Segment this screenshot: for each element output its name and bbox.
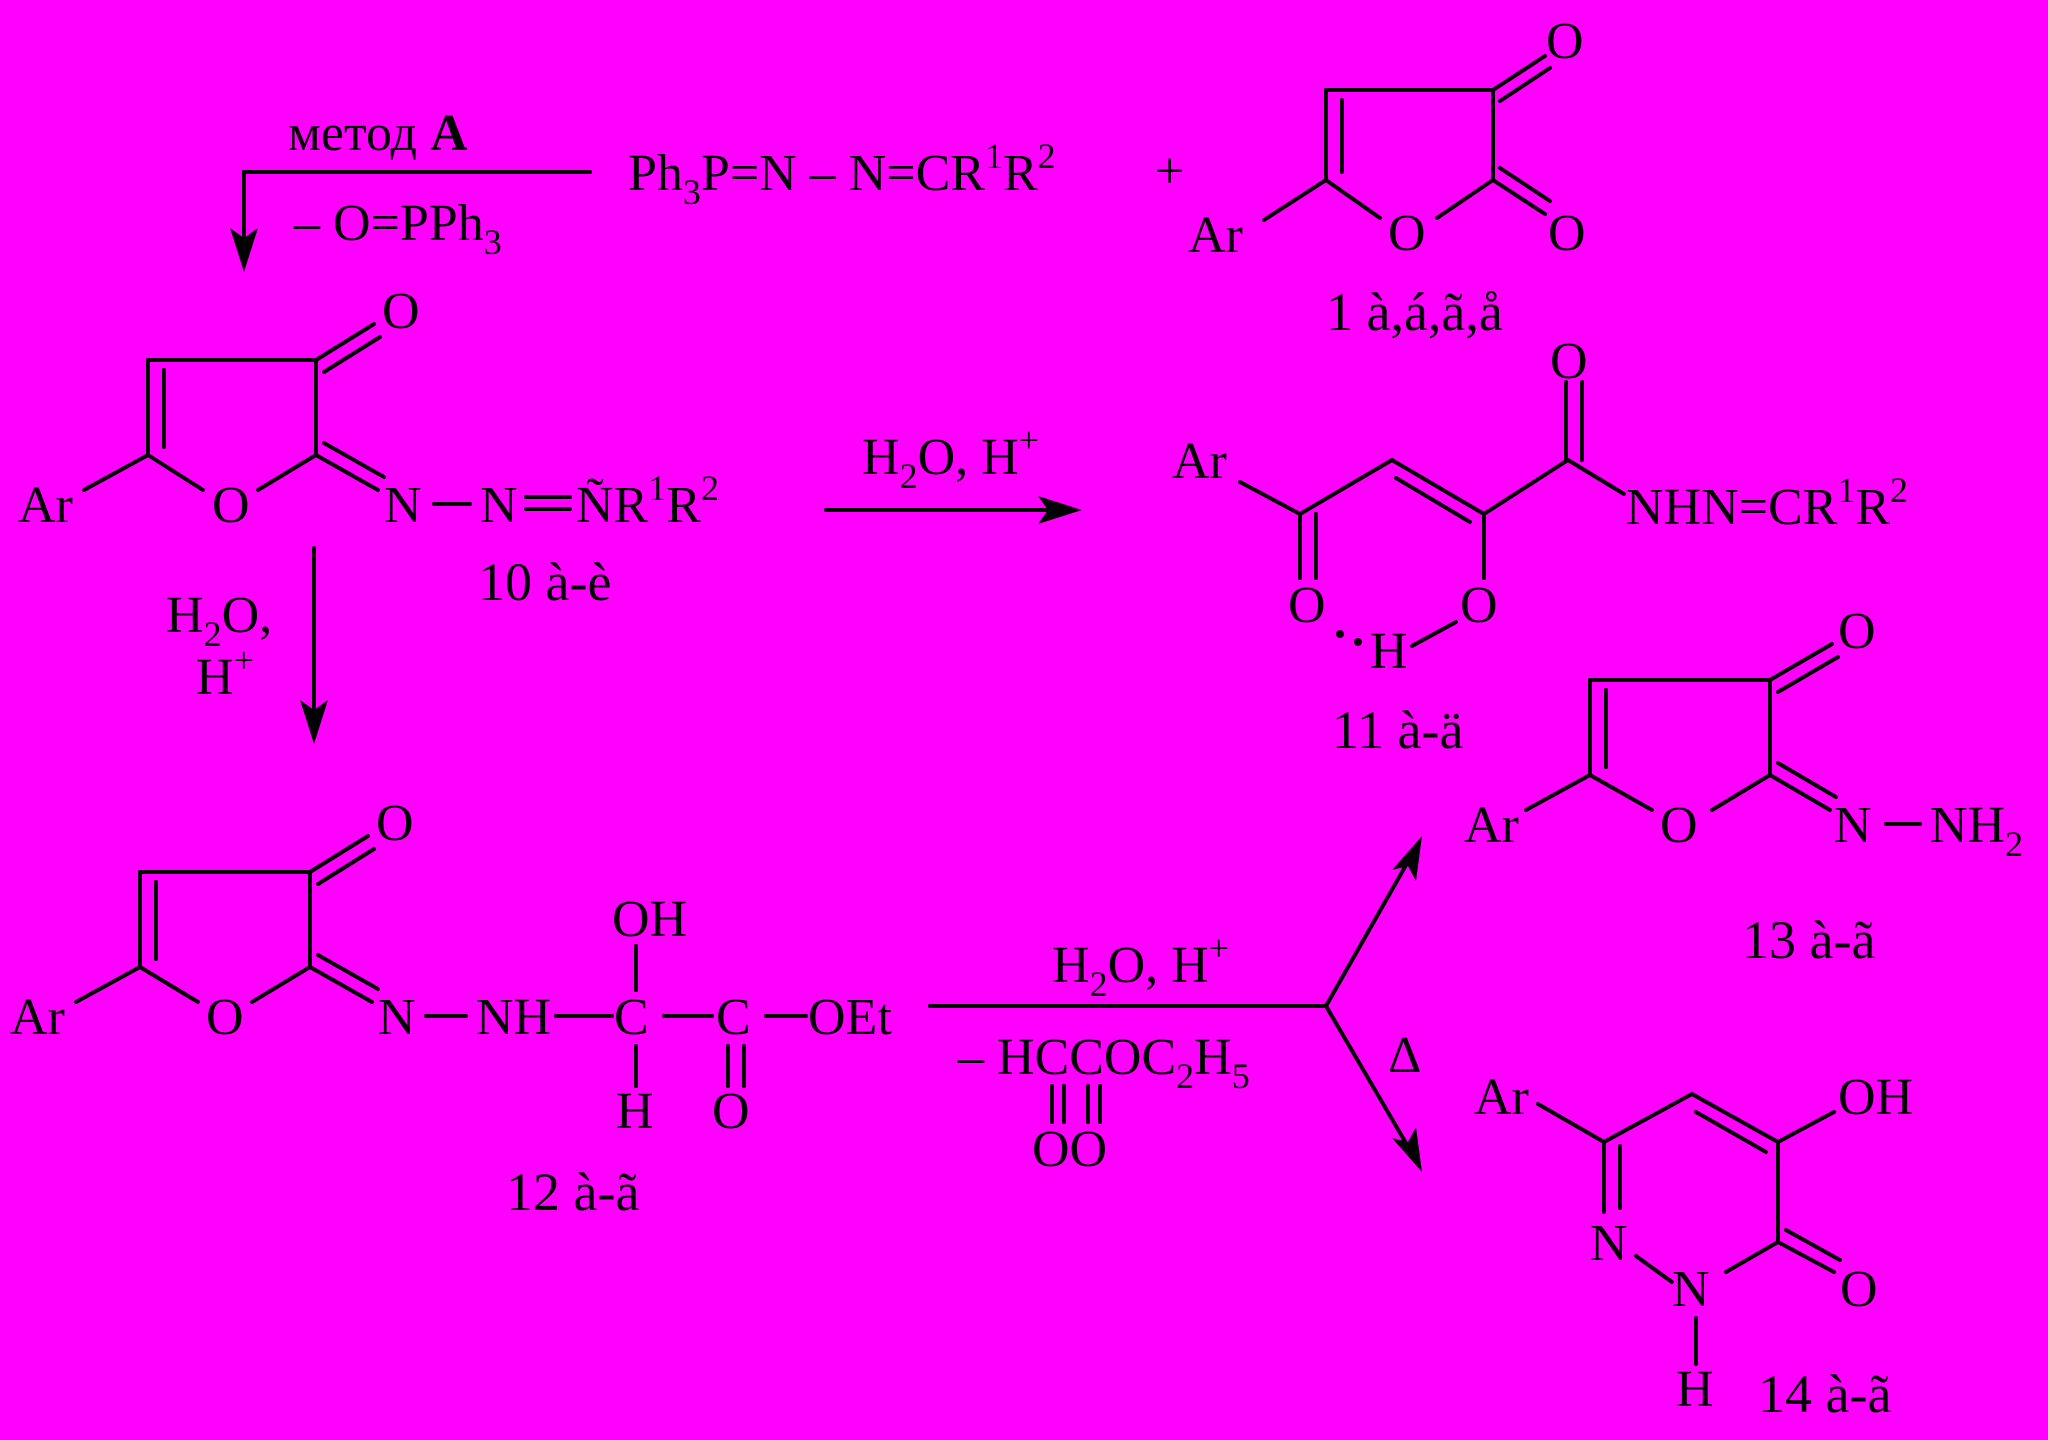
svg-text:OEt: OEt xyxy=(808,989,892,1046)
svg-text:H: H xyxy=(616,1083,654,1140)
svg-text:OH: OH xyxy=(612,891,687,948)
svg-text:NH: NH xyxy=(476,989,551,1046)
svg-text:O: O xyxy=(206,989,244,1046)
svg-text:H2O, H+: H2O, H+ xyxy=(1052,928,1229,1004)
conditions-10-to-12: H2O, H+ xyxy=(166,587,272,706)
compound-12-label: 12 à-ã xyxy=(506,1162,639,1222)
svg-text:C: C xyxy=(716,989,751,1046)
plus-sign: + xyxy=(1155,143,1184,200)
svg-text:H: H xyxy=(1370,623,1408,680)
svg-text:H: H xyxy=(1676,1361,1714,1418)
svg-text:NH2: NH2 xyxy=(1930,797,2023,864)
svg-text:O: O xyxy=(1550,333,1588,390)
svg-text:NHN=CR1R2: NHN=CR1R2 xyxy=(1626,470,1908,536)
svg-text:O: O xyxy=(1838,603,1876,660)
svg-text:N: N xyxy=(1590,1215,1628,1272)
eliminated-fragment: – HCCOC2H5 OO xyxy=(957,1029,1250,1178)
svg-text:H2O, H+: H2O, H+ xyxy=(862,420,1039,496)
svg-text:Ph3P=N – N=CR1R2: Ph3P=N – N=CR1R2 xyxy=(628,136,1056,212)
compound-14-label: 14 à-ã xyxy=(1758,1364,1891,1424)
svg-text:N: N xyxy=(480,477,518,534)
svg-text:O: O xyxy=(712,1083,750,1140)
compound-14-structure: Ar OH O N H N xyxy=(1474,1069,1913,1418)
compound-11-label: 11 à-ä xyxy=(1332,700,1463,760)
svg-text:H+: H+ xyxy=(196,640,254,706)
svg-text:O: O xyxy=(1388,205,1426,262)
arrow-method-a xyxy=(230,170,592,272)
svg-text:N: N xyxy=(1672,1261,1710,1318)
heat-symbol: Δ xyxy=(1388,1027,1421,1084)
svg-text:Ar: Ar xyxy=(1188,207,1243,264)
compound-10-label: 10 à-è xyxy=(478,552,611,612)
compound-11-structure: Ar O NHN=CR1R2 O O H xyxy=(1172,333,1908,680)
arrow-10-to-11 xyxy=(824,496,1082,524)
svg-text:H2O,: H2O, xyxy=(166,587,272,654)
compound-1-label: 1 à,á,ã,å xyxy=(1326,282,1503,342)
arrow-10-to-12 xyxy=(300,546,328,744)
svg-text:O: O xyxy=(376,795,414,852)
svg-text:O: O xyxy=(1548,205,1586,262)
svg-text:– HCCOC2H5: – HCCOC2H5 xyxy=(957,1029,1250,1096)
svg-text:O: O xyxy=(382,283,420,340)
compound-1-structure: O O O Ar xyxy=(1188,13,1586,264)
compound-10-structure: O O Ar N N ÑR1R2 xyxy=(18,283,719,534)
svg-text:OH: OH xyxy=(1838,1069,1913,1126)
svg-text:N: N xyxy=(378,989,416,1046)
compound-13-label: 13 à-ã xyxy=(1742,910,1875,970)
byproduct-label: – O=PPh3 xyxy=(293,195,502,262)
svg-text:Ar: Ar xyxy=(1464,797,1519,854)
conditions-10-to-11: H2O, H+ xyxy=(862,420,1039,496)
svg-text:O: O xyxy=(1288,577,1326,634)
svg-text:Ar: Ar xyxy=(1474,1069,1529,1126)
compound-13-structure: O O Ar N NH2 xyxy=(1464,603,2023,864)
compound-12-structure: O O Ar N NH C OH H C O OEt xyxy=(10,795,892,1140)
svg-text:N: N xyxy=(1834,797,1872,854)
phosphazine-reagent: Ph3P=N – N=CR1R2 xyxy=(628,136,1056,212)
svg-text:OO: OO xyxy=(1032,1121,1107,1178)
svg-text:– O=PPh3: – O=PPh3 xyxy=(293,195,502,262)
svg-text:C: C xyxy=(614,989,649,1046)
svg-text:O: O xyxy=(1660,797,1698,854)
arrow-12-branch xyxy=(928,836,1422,1172)
svg-text:Ar: Ar xyxy=(10,989,65,1046)
svg-text:O: O xyxy=(212,477,250,534)
svg-text:Ar: Ar xyxy=(1172,433,1227,490)
svg-text:O: O xyxy=(1840,1261,1878,1318)
svg-text:ÑR1R2: ÑR1R2 xyxy=(576,468,719,534)
method-a-label: метод А xyxy=(288,105,468,162)
conditions-12-hydrolysis: H2O, H+ xyxy=(1052,928,1229,1004)
svg-text:N: N xyxy=(384,477,422,534)
svg-text:метод А: метод А xyxy=(288,105,468,162)
svg-text:Ar: Ar xyxy=(18,477,73,534)
svg-text:O: O xyxy=(1546,13,1584,70)
svg-text:O: O xyxy=(1460,577,1498,634)
